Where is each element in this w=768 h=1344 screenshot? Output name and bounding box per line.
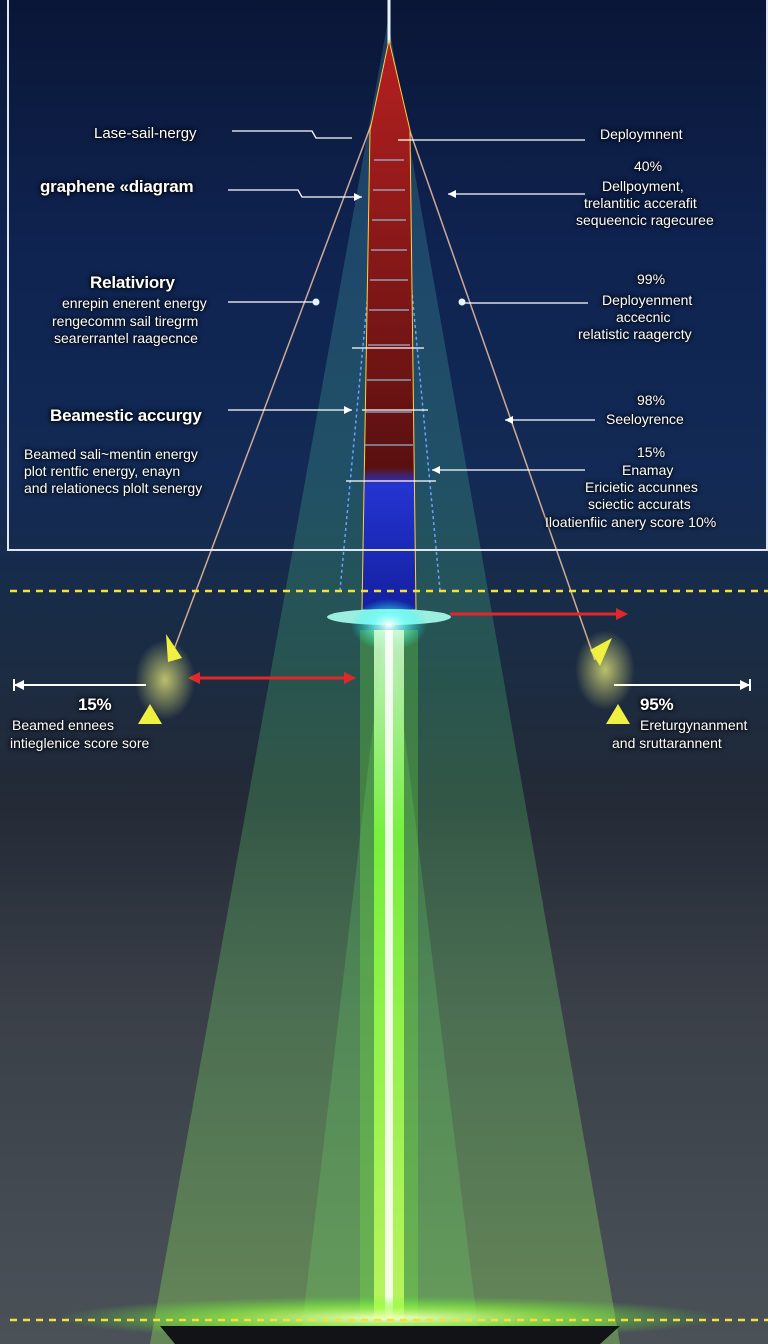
left-pointer-marker [166, 634, 182, 662]
right-pointer-marker [590, 638, 612, 666]
width-marker [346, 347, 436, 482]
label-beamed-line1: Beamed sali~mentin energy [24, 446, 198, 462]
label-beam-accuracy: Beamestic accurgy [50, 406, 202, 425]
label-deployment-2: Dellpoyment, [602, 178, 684, 194]
bottom-left-line1: Beamed ennees [12, 717, 114, 733]
label-relativity-line3: searerrantel raagecnce [54, 330, 198, 346]
label-scientific-2: sciectic accurats [588, 496, 691, 512]
cone-line-left [169, 79, 389, 661]
label-relativity-line2: rengecomm sail tiregrm [52, 313, 199, 329]
label-relativistic-trajectory: relatistic raagercty [578, 326, 692, 342]
label-deployment-top: Deploymnent [600, 126, 683, 142]
label-beamed-line3: and relationecs plolt senergy [24, 480, 203, 496]
cone-line-right [391, 79, 596, 661]
label-pct-99: 99% [637, 271, 666, 287]
label-scientific-1: Ericietic accunnes [585, 479, 698, 495]
left-arrowhead [14, 680, 24, 690]
label-pct-15-right: 15% [637, 444, 666, 460]
bottom-right-line1: Ereturgynanment [640, 717, 748, 733]
bottom-left-percent: 15% [78, 695, 112, 714]
label-relativity-line1: enrepin enerent energy [62, 295, 207, 311]
right-warning-triangle [606, 704, 630, 724]
label-deployment-3: Deployenment [602, 292, 693, 308]
left-yellow-glow [135, 640, 195, 720]
label-sequence-2: Seeloyrence [606, 411, 684, 427]
label-pct-98: 98% [637, 392, 666, 408]
label-sequence-1: sequeencic ragecuree [576, 212, 714, 228]
label-laser-sail-energy: Lase-sail-nergy [94, 125, 197, 142]
left-leader-lines [228, 130, 362, 411]
label-graphene-diagram: graphene «diagram [40, 177, 194, 196]
ground-platform [160, 1326, 620, 1344]
bottom-right-percent: 95% [640, 695, 674, 714]
right-leader-lines [398, 139, 595, 471]
anchor-dots [312, 298, 466, 306]
sail-rungs [365, 159, 413, 446]
label-relativity-title: Relativiory [90, 273, 175, 292]
label-relativistic-1: trelantitic accerafit [584, 195, 697, 211]
green-beam-core [385, 630, 393, 1320]
label-energy: Enamay [622, 462, 674, 478]
label-score-line: Iloatienfiic anery score 10% [545, 514, 717, 530]
diagram-frame [7, 0, 768, 551]
right-arrowhead [740, 680, 750, 690]
label-beamed-line2: plot rentfic energy, enayn [24, 463, 181, 479]
sail-base-glow [351, 599, 427, 651]
bottom-left-line2: intieglenice score sore [10, 735, 150, 751]
label-pct-40: 40% [634, 158, 663, 174]
leader-arrowheads [344, 190, 513, 474]
label-accent-1: accecnic [616, 309, 671, 325]
bottom-right-line2: and sruttarannent [612, 735, 722, 751]
left-warning-triangle [138, 704, 162, 724]
